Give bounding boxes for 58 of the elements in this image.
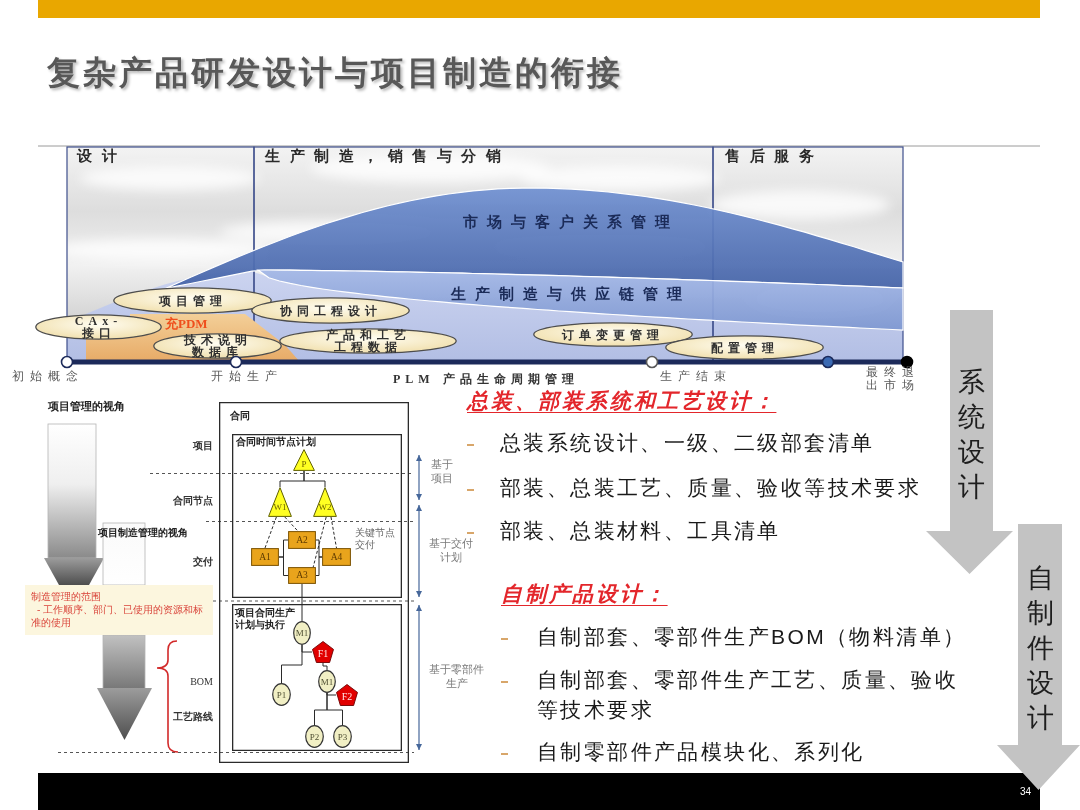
milestone-label: 初始概念 — [12, 369, 84, 384]
oval-node: P1 — [272, 683, 291, 706]
row-label: BOM — [190, 675, 213, 688]
list-item-text: 总装系统设计、一级、二级部套清单 — [500, 430, 875, 456]
section-heading: 总装、部装系统和工艺设计： — [467, 388, 777, 414]
axis-title: PLM 产品生命周期管理 — [393, 373, 579, 386]
connector-line — [315, 556, 323, 576]
activity-box: A4 — [322, 548, 351, 566]
dimension-label: 基于交付计划 — [428, 536, 474, 564]
activity-box: A2 — [288, 531, 316, 549]
triangle-node: W2 — [313, 487, 337, 517]
dimension-label: 基于零部件生产 — [428, 662, 485, 690]
panel-heading: 项目合同生产计划与执行 — [235, 607, 296, 630]
triangle-node: W1 — [268, 487, 292, 517]
connector-line — [301, 583, 303, 622]
triangle-node: P — [293, 449, 315, 471]
row-label: 工艺路线 — [173, 710, 213, 723]
panel-heading: 合同 — [230, 410, 250, 422]
milestone-label: 最终退出市场 — [866, 366, 921, 392]
connector-line — [315, 539, 323, 558]
connector-line — [326, 692, 343, 726]
oval-node: P2 — [305, 725, 324, 748]
outline-box — [219, 402, 409, 763]
row-label: 交付 — [193, 555, 213, 568]
pentagon-node: F1 — [312, 641, 334, 663]
slide-title: 复杂产品研发设计与项目制造的衔接 — [47, 53, 623, 93]
list-item-text: 自制部套、零部件生产BOM（物料清单） — [537, 624, 967, 650]
connector-line — [322, 662, 328, 671]
connector-line — [264, 516, 277, 549]
connector-line — [278, 556, 289, 576]
note-box: 制造管理的范围 - 工作顺序、部门、已使用的资源和标准的使用 — [25, 585, 213, 635]
activity-box: A3 — [288, 567, 316, 584]
oval-node: P3 — [333, 725, 352, 748]
list-item-text: 部装、总装工艺、质量、验收等技术要求 — [500, 475, 922, 501]
milestone-label: 生产结束 — [660, 369, 732, 384]
outline-box — [232, 604, 402, 751]
connector-line — [284, 516, 299, 532]
activity-box: A1 — [251, 548, 279, 566]
row-label: 合同节点 — [173, 494, 213, 507]
list-item-text: 自制部套、零部件生产工艺、质量、验收等技术要求 — [537, 667, 960, 723]
pentagon-node: F2 — [336, 684, 358, 706]
panel-heading: 合同时间节点计划 — [236, 436, 316, 448]
row-label: 项目 — [193, 439, 213, 452]
pointer-banner: 系统设计 — [926, 310, 1013, 574]
section-heading: 自制产品设计： — [501, 581, 668, 607]
milestone-label: 开始生产 — [211, 369, 283, 384]
connector-line — [281, 644, 303, 684]
dimension-label: 基于项目 — [430, 457, 454, 485]
oval-node: M1 — [293, 621, 311, 645]
connector-line — [303, 470, 326, 488]
annotation-text: 关键节点交付 — [355, 527, 396, 551]
connector-line — [326, 692, 337, 696]
list-item-text: 部装、总装材料、工具清单 — [500, 518, 781, 544]
list-item-text: 自制零部件产品模块化、系列化 — [537, 739, 865, 765]
outline-box — [232, 434, 402, 598]
connector-line — [312, 516, 327, 568]
connector-line — [330, 516, 337, 549]
oval-node: M1 — [318, 670, 336, 693]
